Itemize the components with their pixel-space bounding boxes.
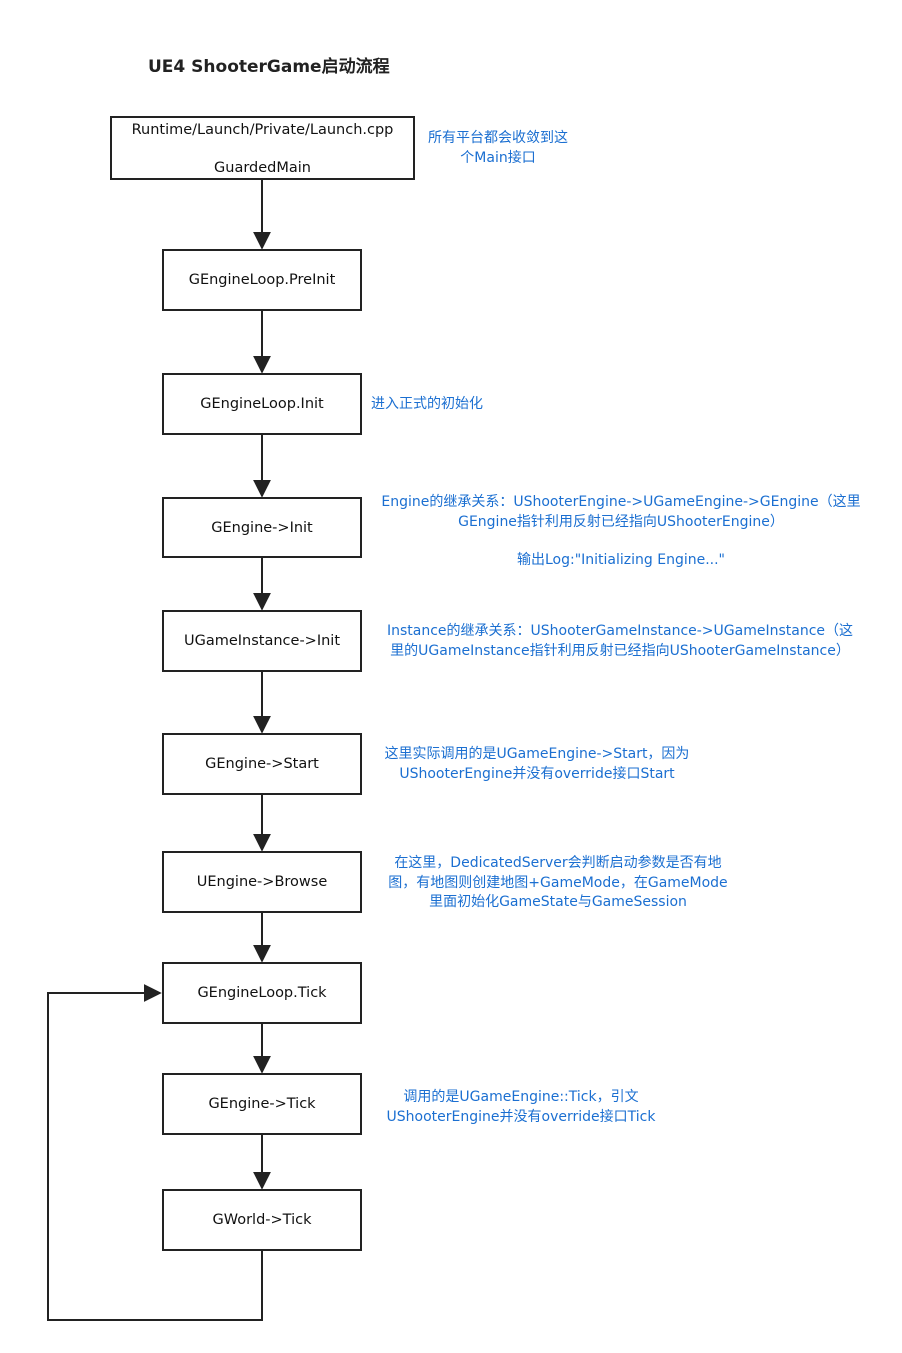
note-line: 图，有地图则创建地图+GameMode，在GameMode <box>388 874 728 891</box>
edge-loop-back <box>47 984 263 1321</box>
node-preinit: GEngineLoop.PreInit <box>162 249 362 311</box>
note-line: 个Main接口 <box>460 149 536 166</box>
note-line: 所有平台都会收敛到这 <box>428 130 568 146</box>
note-log-line: 输出Log:"Initializing Engine..." <box>516 552 725 568</box>
node-engine-start: GEngine->Start <box>162 733 362 795</box>
node-launch: Runtime/Launch/Private/Launch.cpp Guarde… <box>110 116 415 180</box>
node-browse: UEngine->Browse <box>162 851 362 913</box>
node-engine-tick: GEngine->Tick <box>162 1073 362 1135</box>
note-engine-tick: 调用的是UGameEngine::Tick，引文 UShooterEngine并… <box>378 1088 664 1127</box>
note-line: 调用的是UGameEngine::Tick，引文 <box>403 1089 639 1105</box>
note-line: 里面初始化GameState与GameSession <box>429 894 687 910</box>
note-browse: 在这里，DedicatedServer会判断启动参数是否有地 图，有地图则创建地… <box>376 854 740 913</box>
node-launch-func: GuardedMain <box>214 160 311 176</box>
node-world-tick: GWorld->Tick <box>162 1189 362 1251</box>
node-launch-path: Runtime/Launch/Private/Launch.cpp <box>131 122 394 138</box>
note-line: 里的UGameInstance指针利用反射已经指向UShooterGameIns… <box>390 642 850 659</box>
note-line: UShooterEngine并没有override接口Start <box>399 765 675 782</box>
note-init: 进入正式的初始化 <box>371 395 483 415</box>
note-launch: 所有平台都会收敛到这 个Main接口 <box>428 129 568 168</box>
note-instance-init: Instance的继承关系：UShooterGameInstance->UGam… <box>372 622 868 661</box>
node-init: GEngineLoop.Init <box>162 373 362 435</box>
node-engine-init: GEngine->Init <box>162 497 362 558</box>
note-line: UShooterEngine并没有override接口Tick <box>386 1108 656 1125</box>
note-engine-init: Engine的继承关系：UShooterEngine->UGameEngine-… <box>374 493 868 571</box>
node-instance-init: UGameInstance->Init <box>162 610 362 672</box>
note-line: 这里实际调用的是UGameEngine->Start，因为 <box>384 746 690 762</box>
note-line: 在这里，DedicatedServer会判断启动参数是否有地 <box>394 855 722 871</box>
note-line: Engine的继承关系：UShooterEngine->UGameEngine-… <box>381 494 861 510</box>
note-engine-start: 这里实际调用的是UGameEngine->Start，因为 UShooterEn… <box>374 745 700 784</box>
note-line: 进入正式的初始化 <box>371 396 483 412</box>
note-line: Instance的继承关系：UShooterGameInstance->UGam… <box>386 623 854 639</box>
note-line: GEngine指针利用反射已经指向UShooterEngine） <box>458 513 784 530</box>
node-loop-tick: GEngineLoop.Tick <box>162 962 362 1024</box>
diagram-title: UE4 ShooterGame启动流程 <box>148 57 390 77</box>
